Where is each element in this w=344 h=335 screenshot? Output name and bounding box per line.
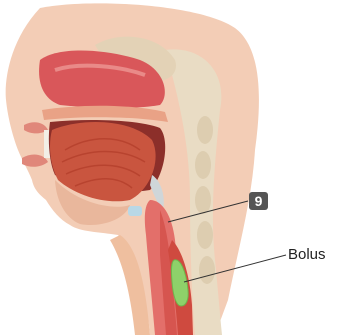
structure-number-badge: 9 — [249, 192, 268, 210]
bolus-label: Bolus — [288, 246, 326, 264]
hyoid-bone — [128, 206, 142, 216]
